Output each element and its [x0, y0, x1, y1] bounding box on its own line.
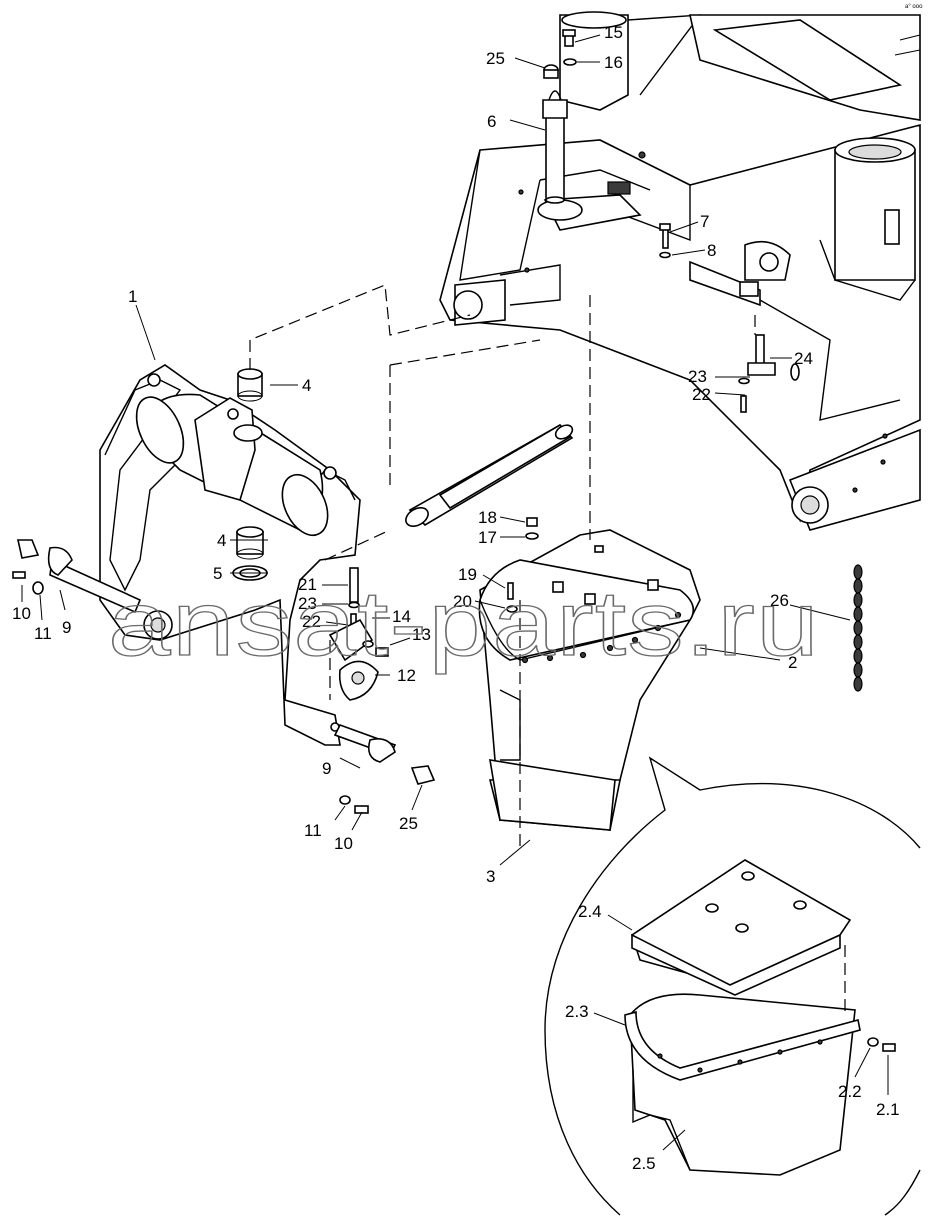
- callout-19: 19: [458, 565, 477, 584]
- fitting-part-25-lower: [410, 765, 436, 785]
- callout-6: 6: [487, 112, 496, 131]
- pin-part-6: [542, 64, 568, 204]
- washer-part-20: [506, 605, 518, 613]
- callout-3: 3: [486, 867, 495, 886]
- callout-5: 5: [213, 564, 222, 583]
- washer-part-11-left: [32, 581, 44, 595]
- callout-16: 16: [604, 53, 623, 72]
- machine-frame: [439, 11, 921, 531]
- callout-23-upper: 23: [688, 367, 707, 386]
- washer-part-8: [659, 251, 671, 259]
- callout-10-lower: 10: [334, 834, 353, 853]
- callout-8: 8: [707, 241, 716, 260]
- callout-13: 13: [412, 625, 431, 644]
- callout-10-left: 10: [12, 604, 31, 623]
- callout-2-2: 2.2: [838, 1082, 862, 1101]
- hydraulic-cylinder: [405, 423, 574, 527]
- callout-22-upper: 22: [692, 385, 711, 404]
- callout-11-left: 11: [34, 624, 52, 643]
- nut-part-18: [526, 517, 538, 527]
- callout-25-top: 25: [486, 49, 505, 68]
- callout-18: 18: [478, 508, 497, 527]
- bracket-group: [328, 567, 389, 701]
- bolt-part-22-upper: [740, 395, 747, 413]
- washer-part-16: [563, 58, 577, 66]
- fitting-part-25-left: [17, 539, 40, 559]
- callout-14: 14: [392, 607, 411, 626]
- callout-2-3: 2.3: [565, 1002, 589, 1021]
- bolt-part-19: [507, 582, 514, 600]
- callout-15: 15: [604, 23, 623, 42]
- callout-2-5: 2.5: [632, 1154, 656, 1173]
- callout-2-1: 2.1: [876, 1100, 900, 1119]
- callout-22-lower: 22: [302, 612, 321, 631]
- callout-4-upper: 4: [302, 376, 311, 395]
- chain-part-26: [853, 564, 863, 692]
- pin-part-24: [747, 334, 800, 381]
- callout-23-lower: 23: [298, 594, 317, 613]
- bolt-part-15: [562, 29, 576, 47]
- bushing-part-4-upper: [237, 368, 263, 402]
- corner-mark: a° ooo: [905, 4, 923, 10]
- callout-9-lower: 9: [322, 759, 331, 778]
- callout-21: 21: [298, 575, 317, 594]
- leader-lines: [21, 34, 889, 1151]
- callout-12: 12: [397, 666, 416, 685]
- callout-24: 24: [794, 349, 813, 368]
- washer-part-17: [525, 532, 539, 540]
- callout-labels: 1 2 3 4 4 5 6 7 8 9 9 10 10 11 11 12 13 …: [12, 23, 900, 1173]
- callout-11-lower: 11: [304, 821, 322, 840]
- pin-part-9-left: [47, 546, 142, 614]
- callout-7: 7: [700, 212, 709, 231]
- callout-2-4: 2.4: [578, 902, 602, 921]
- callout-26: 26: [770, 591, 789, 610]
- detail-bubble: [544, 756, 921, 1216]
- watermark: ansat-parts.ru: [108, 573, 820, 675]
- bolt-part-7: [659, 223, 671, 249]
- washer-part-11-lower: [339, 795, 351, 805]
- callout-17: 17: [478, 528, 497, 547]
- cover-part-3: [489, 759, 616, 831]
- arm-part-1: [99, 364, 361, 746]
- callout-1: 1: [128, 287, 137, 306]
- washer-part-23-upper: [738, 377, 750, 385]
- pin-part-9-lower: [333, 724, 397, 763]
- alignment-lines: [249, 284, 846, 1015]
- callout-25-lower: 25: [399, 814, 418, 833]
- callout-2: 2: [788, 653, 797, 672]
- callout-4-lower: 4: [217, 531, 226, 550]
- callout-9-left: 9: [62, 618, 71, 637]
- callout-20: 20: [453, 592, 472, 611]
- bolt-part-10-left: [12, 571, 26, 579]
- bushing-part-4-lower: [236, 526, 264, 560]
